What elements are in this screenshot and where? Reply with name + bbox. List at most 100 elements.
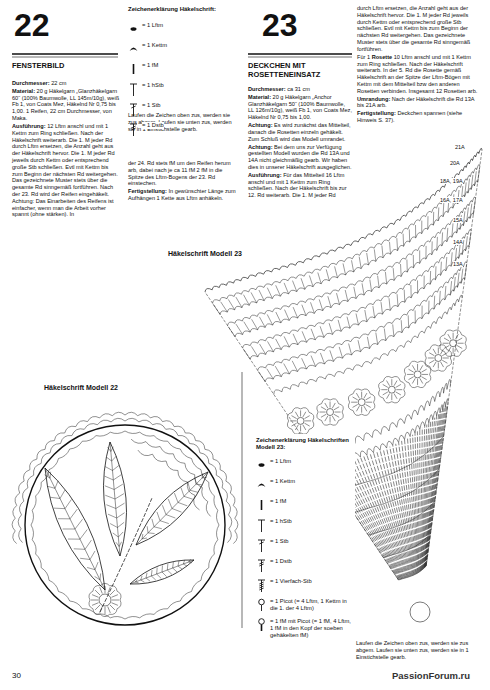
symbol-stroke <box>261 580 262 592</box>
stitch-tick <box>468 179 470 193</box>
paragraph: PassionForum.ru <box>392 670 470 682</box>
stitch-tick <box>401 320 403 332</box>
section-edge <box>205 292 399 580</box>
leaf-stitch <box>80 530 87 540</box>
rosette-stitch <box>95 590 100 595</box>
leaf-rib <box>45 468 105 590</box>
paragraph: Material:20 g Häkelgarn „Anchor Glanzhäk… <box>248 94 352 121</box>
legend-row: = 1 fM <box>128 62 236 77</box>
stitch-ray <box>370 454 409 577</box>
rosette-ring <box>414 371 421 378</box>
stitch-ray <box>426 407 446 566</box>
leaf-stitch <box>156 568 158 574</box>
symbol-stroke <box>258 560 265 561</box>
rosette-stitch <box>391 394 392 400</box>
stitch-tick <box>446 257 447 271</box>
stitch-tick <box>450 281 451 295</box>
symbol-stroke <box>259 542 263 544</box>
stitch-symbol <box>256 578 267 593</box>
leaf-stitch <box>100 573 102 579</box>
legend-row: = 1 Dstb <box>256 558 352 573</box>
leaf-stitch <box>168 499 172 508</box>
leaf-stitch <box>50 497 60 498</box>
rosette-stitch <box>448 347 451 352</box>
stitch-tick <box>319 299 323 310</box>
paragraph: Durchmesser:22 cm <box>12 80 120 87</box>
rosette-stitch <box>433 362 436 367</box>
rosette-stitch <box>421 369 426 372</box>
label-text: 15A <box>453 217 463 223</box>
leaf-stitch <box>167 570 172 574</box>
crochet-chart-22 <box>12 412 238 625</box>
stitch-tick <box>326 269 329 280</box>
legend-text: = 1 Vierfach-Stb <box>270 578 312 585</box>
rosette-stitch <box>444 338 449 341</box>
stitch-tick <box>452 223 453 237</box>
label-text: Fertigstellung: <box>357 110 396 116</box>
chain-arc-row <box>274 295 462 394</box>
legend-heading: Zeichenerklärung Häkelschriften Modell 2… <box>256 437 352 453</box>
rosette-stitch <box>366 404 371 407</box>
stitch-tick <box>373 306 375 318</box>
leaf-stitch <box>95 576 100 579</box>
stitch-tick <box>228 299 234 309</box>
leaf-stitch <box>47 486 55 488</box>
rosette-stitch <box>92 603 98 606</box>
leaf-stitch <box>162 572 167 577</box>
stitch-tick <box>367 337 369 349</box>
legend-row: = 1 hStb <box>128 82 236 97</box>
leaf-stitch <box>85 540 91 549</box>
rosette-stitch <box>361 392 362 398</box>
symbol-stroke <box>131 126 135 128</box>
label-text: Häkelschrift Modell 22 <box>44 384 118 391</box>
column-divider <box>242 372 243 628</box>
leaf-stitch <box>148 532 155 534</box>
legend-row: = 1 Stb <box>256 538 352 553</box>
leaf-stitch <box>114 484 123 489</box>
label-text: Achtung: <box>248 122 273 128</box>
stitch-tick <box>467 208 469 223</box>
rosette-stitch <box>353 404 358 407</box>
rosette-ring <box>99 594 111 606</box>
leaf-stitch <box>68 539 80 540</box>
rosette-ring <box>388 386 395 393</box>
stitch-ray <box>332 465 400 579</box>
stitch-tick <box>328 296 331 307</box>
rosette-stitch <box>394 381 397 386</box>
stitch-tick <box>358 340 361 352</box>
legend-row: = 1 Stb <box>128 102 236 117</box>
stitch-tick <box>404 290 406 303</box>
chain-arc-row <box>138 450 200 510</box>
rosette-stitch <box>95 605 100 610</box>
stitch-tick <box>463 211 465 225</box>
leaf-stitch <box>141 576 142 580</box>
symbol-stroke <box>261 540 262 552</box>
leaf-stitch <box>154 527 162 529</box>
label-text: 12 Lftm anschl und mit 1 Kettm zum Ring … <box>12 123 118 218</box>
stitch-ray <box>367 455 408 577</box>
label-text: 20A <box>450 160 460 166</box>
stitch-tick <box>276 312 281 323</box>
stitch-tick <box>221 302 228 312</box>
stitch-ray <box>364 456 408 577</box>
symbol-stroke <box>261 500 263 510</box>
label-text: Material: <box>248 94 271 100</box>
stitch-tick <box>393 268 394 280</box>
leaf-stitch <box>80 558 90 559</box>
rosette-stitch <box>366 402 372 403</box>
stitch-tick <box>413 255 414 268</box>
stitch-tick <box>474 171 476 186</box>
legend-text: = 1 fM <box>270 498 286 505</box>
legend-row: = 1 Picot (= 4 Lftm, 1 Kettm in die 1. d… <box>256 598 352 613</box>
legend-note: Laufen die Zeichen oben zus, werden sie … <box>356 640 482 661</box>
stitch-tick <box>470 204 472 219</box>
stitch-tick <box>419 250 420 263</box>
rosette-stitch <box>110 605 115 610</box>
stitch-tick <box>354 287 356 299</box>
stitch-tick <box>385 272 386 284</box>
rosette-stitch <box>303 412 306 417</box>
stitch-ray <box>410 436 418 573</box>
leaf-stitch <box>116 503 125 508</box>
stitch-tick <box>457 273 459 288</box>
rosette-stitch <box>387 394 390 399</box>
